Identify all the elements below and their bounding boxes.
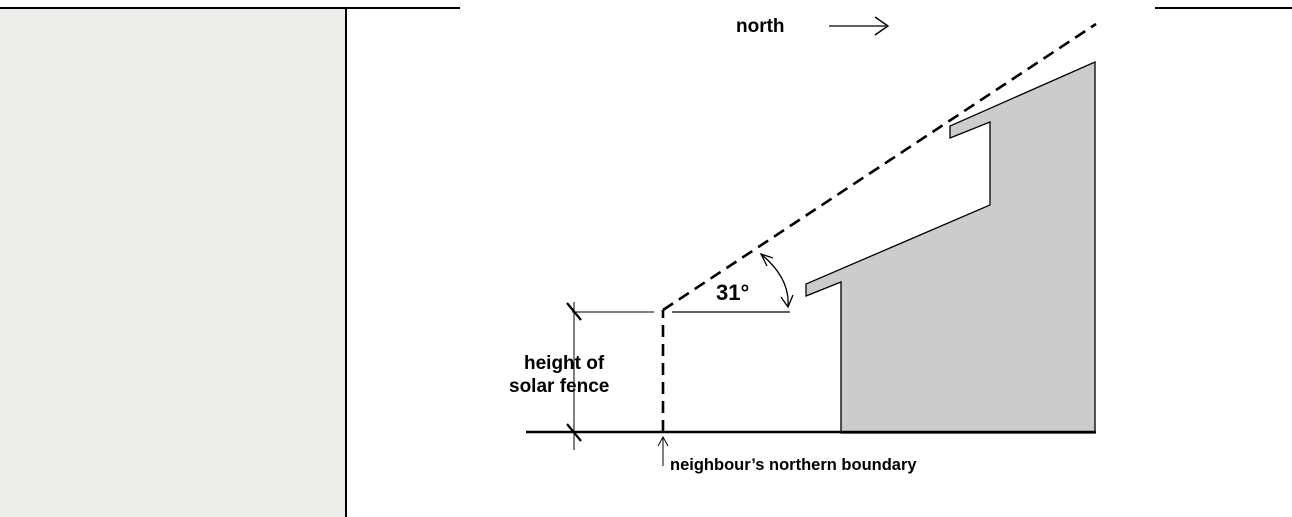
- boundary-label: neighbour’s northern boundary: [670, 456, 917, 474]
- dimension-tick-bottom: [566, 423, 582, 442]
- angle-arc: [760, 253, 789, 307]
- solar-plane-line: [662, 22, 1097, 312]
- figure-background: [460, 0, 1155, 12]
- angle-label: 31°: [716, 280, 749, 305]
- angle-arrowhead-top: [759, 252, 774, 267]
- height-label-line1: height of: [524, 353, 605, 374]
- dimension-tick-top: [566, 302, 582, 321]
- north-arrow-head: [874, 16, 890, 36]
- height-label-line2: solar fence: [509, 376, 609, 397]
- angle-arrowhead-bottom: [780, 294, 794, 309]
- building-shape: [805, 61, 1096, 434]
- boundary-arrow-head: [657, 435, 669, 447]
- north-label: north: [736, 16, 785, 37]
- table-column-divider: [345, 7, 347, 517]
- left-table-cell: [0, 8, 345, 517]
